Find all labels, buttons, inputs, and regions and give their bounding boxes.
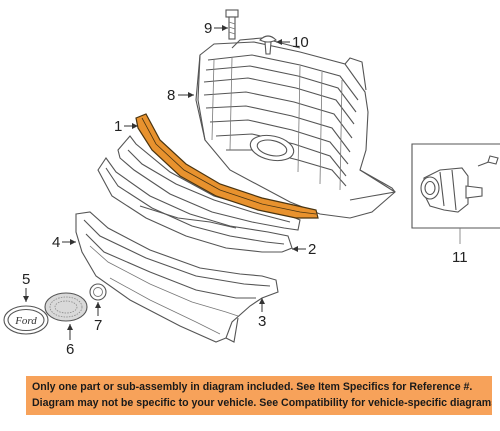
callout-label-10: 10 bbox=[292, 34, 309, 51]
callout-label-6: 6 bbox=[66, 341, 74, 358]
ford-emblem: Ford bbox=[3, 305, 49, 335]
callout-label-7: 7 bbox=[94, 317, 102, 334]
highlighted-molding-strip bbox=[135, 113, 319, 219]
disclaimer-banner: Only one part or sub-assembly in diagram… bbox=[26, 376, 492, 415]
callout-3: 3 bbox=[258, 298, 266, 330]
callout-label-8: 8 bbox=[167, 87, 175, 104]
callout-label-11: 11 bbox=[452, 249, 468, 266]
callout-1: 1 bbox=[114, 118, 138, 135]
retainer-clip bbox=[89, 283, 107, 301]
callout-label-2: 2 bbox=[308, 241, 316, 258]
callout-10: 10 bbox=[276, 34, 309, 51]
callout-label-3: 3 bbox=[258, 313, 266, 330]
lower-molding bbox=[75, 211, 279, 343]
callout-8: 8 bbox=[167, 87, 194, 104]
highlighted-part-1 bbox=[135, 113, 319, 219]
emblem-text: Ford bbox=[14, 315, 37, 327]
callout-label-9: 9 bbox=[204, 20, 212, 37]
callout-9: 9 bbox=[204, 20, 228, 37]
parts-diagram: Ford 1 2 bbox=[3, 9, 500, 358]
callout-label-5: 5 bbox=[22, 271, 30, 288]
chrome-molding bbox=[97, 157, 293, 253]
disclaimer-line-2: Diagram may not be specific to your vehi… bbox=[32, 396, 492, 409]
callout-5: 5 bbox=[22, 271, 30, 302]
grille-assembly bbox=[195, 37, 396, 219]
emblem-base bbox=[44, 292, 88, 322]
callout-7: 7 bbox=[94, 302, 102, 334]
upper-molding-frame bbox=[117, 135, 301, 231]
callout-6: 6 bbox=[66, 324, 74, 358]
push-pin bbox=[259, 35, 277, 55]
callout-11: 11 bbox=[452, 249, 468, 266]
inset-box bbox=[411, 143, 500, 244]
disclaimer-line-1: Only one part or sub-assembly in diagram… bbox=[32, 381, 473, 393]
bolt bbox=[225, 9, 239, 40]
callout-label-4: 4 bbox=[52, 234, 60, 251]
callout-label-1: 1 bbox=[114, 118, 122, 135]
callout-2: 2 bbox=[292, 241, 316, 258]
callout-4: 4 bbox=[52, 234, 76, 251]
